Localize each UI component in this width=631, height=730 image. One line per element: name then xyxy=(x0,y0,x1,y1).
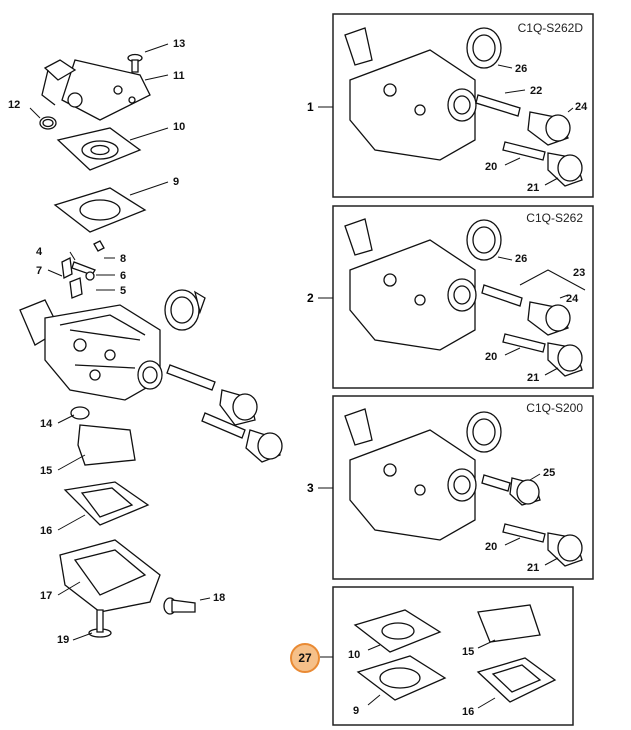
diaphragm-part xyxy=(56,127,142,171)
callout: 4 xyxy=(36,246,43,258)
callout: 12 xyxy=(8,99,20,111)
callout: 11 xyxy=(173,70,185,82)
kit-number: 2 xyxy=(307,291,314,305)
limiter-cap-part xyxy=(164,289,206,331)
callout: 9 xyxy=(353,705,359,717)
left-leader-lines xyxy=(29,43,211,641)
callout: 18 xyxy=(213,592,225,604)
metering-diaphragm-part xyxy=(63,481,150,526)
callout: 14 xyxy=(40,418,53,430)
callout: 20 xyxy=(485,541,497,553)
kit-box-2: 2 C1Q-S262 26 23 24 20 21 xyxy=(307,205,594,389)
callout: 7 xyxy=(36,265,42,277)
callout: 10 xyxy=(348,649,360,661)
needle-lever-parts xyxy=(61,240,105,299)
callout: 15 xyxy=(40,465,52,477)
callout: 10 xyxy=(173,121,185,133)
callout: 19 xyxy=(57,634,69,646)
left-callouts: 13 11 12 10 9 4 8 7 6 5 14 15 16 17 18 1… xyxy=(8,38,225,646)
callout: 9 xyxy=(173,176,179,188)
callout: 26 xyxy=(515,253,527,265)
callout: 20 xyxy=(485,161,497,173)
screw-19-part xyxy=(88,609,112,638)
callout: 23 xyxy=(573,267,585,279)
screw-18-part xyxy=(163,597,196,615)
callout: 25 xyxy=(543,467,555,479)
callout: 13 xyxy=(173,38,185,50)
callout: 16 xyxy=(40,525,52,537)
callout: 8 xyxy=(120,253,126,265)
callout: 21 xyxy=(527,182,539,194)
callout: 21 xyxy=(527,562,539,574)
gasket-kit-box: 10 15 9 16 xyxy=(320,586,574,726)
kit-number: 1 xyxy=(307,100,314,114)
o-ring-part xyxy=(39,116,57,130)
callout: 6 xyxy=(120,270,126,282)
callout: 24 xyxy=(575,101,588,113)
kit-27-label: 27 xyxy=(298,651,312,665)
metering-cover-part xyxy=(59,539,161,613)
gasket-part xyxy=(53,187,147,233)
callout: 5 xyxy=(120,285,126,297)
callout: 26 xyxy=(515,63,527,75)
kit-box-3: 3 C1Q-S200 25 20 21 xyxy=(307,395,594,580)
gasket-15-part xyxy=(77,424,136,466)
screw-part xyxy=(127,53,143,73)
kit-box-1: 1 C1Q-S262D 26 22 24 20 21 xyxy=(307,13,594,198)
filter-screen-part xyxy=(70,406,90,420)
callout: 24 xyxy=(566,293,579,305)
callout: 21 xyxy=(527,372,539,384)
kit-27-highlight-badge[interactable]: 27 xyxy=(290,643,320,673)
callout: 20 xyxy=(485,351,497,363)
adjusting-screw-parts xyxy=(166,364,283,463)
kit-number: 3 xyxy=(307,481,314,495)
callout: 16 xyxy=(462,706,474,718)
kit-code: C1Q-S262D xyxy=(518,21,584,35)
callout: 15 xyxy=(462,646,474,658)
callout: 22 xyxy=(530,85,542,97)
pump-cover-part xyxy=(41,59,151,121)
kit-code: C1Q-S262 xyxy=(526,211,583,225)
kit-code: C1Q-S200 xyxy=(526,401,583,415)
callout: 17 xyxy=(40,590,52,602)
carburetor-body-part xyxy=(19,299,163,401)
